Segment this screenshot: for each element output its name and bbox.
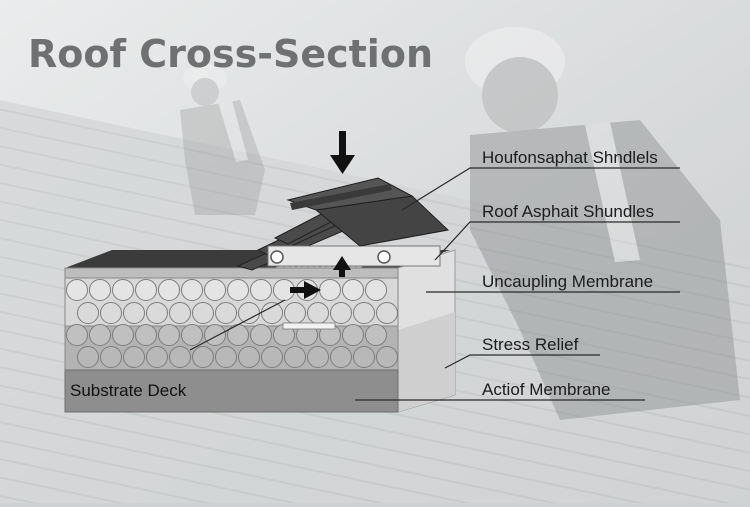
layer-circle <box>250 279 272 301</box>
layer-circle <box>261 302 283 324</box>
layer-circle <box>319 279 341 301</box>
layer-circle <box>123 346 145 368</box>
up-arrow-icon <box>333 256 351 277</box>
layer-circle <box>66 324 88 346</box>
label-uncoupling-membrane: Uncaupling Membrane <box>482 272 654 291</box>
layer-circle <box>169 302 191 324</box>
label-shingles-top: Houfonsaphat Shndlels <box>482 148 658 167</box>
layer-circle <box>146 346 168 368</box>
layer-circle <box>238 346 260 368</box>
layer-circle <box>89 324 111 346</box>
worker-left-silhouette <box>180 64 265 215</box>
layer-circle <box>158 324 180 346</box>
layer-circle <box>204 279 226 301</box>
down-arrow-icon <box>330 131 355 174</box>
label-stress-relief: Stress Relief <box>482 335 579 354</box>
layer-circle <box>192 346 214 368</box>
layer-circle <box>112 324 134 346</box>
layer-circle <box>181 324 203 346</box>
layer-circle <box>89 279 111 301</box>
layer-circle <box>284 346 306 368</box>
layer-circle <box>77 302 99 324</box>
layer-circle <box>376 346 398 368</box>
layer-circles <box>66 279 398 368</box>
layer-circle <box>365 279 387 301</box>
layer-circle <box>365 324 387 346</box>
layer-circle <box>376 302 398 324</box>
layer-circle <box>227 279 249 301</box>
layer-circle <box>181 279 203 301</box>
relief-strip <box>282 322 336 330</box>
layer-circle <box>204 324 226 346</box>
layer-circle <box>353 302 375 324</box>
layer-circle <box>192 302 214 324</box>
layer-circle <box>307 346 329 368</box>
layer-circle <box>146 302 168 324</box>
layer-circle <box>135 324 157 346</box>
layer-circle <box>342 324 364 346</box>
right-arrow-icon <box>290 281 321 299</box>
label-shingles: Roof Asphait Shundles <box>482 202 655 221</box>
layer-circle <box>353 346 375 368</box>
layer-circle <box>100 346 122 368</box>
layer-circle <box>112 279 134 301</box>
substrate-deck-layer <box>64 369 399 413</box>
box-right-face-lower <box>398 312 455 412</box>
layer-circle <box>238 302 260 324</box>
layer-circle <box>307 302 329 324</box>
label-membrane: Actiof Membrane <box>482 380 611 399</box>
layer-circle <box>261 346 283 368</box>
layer-circle <box>330 346 352 368</box>
layer-circle <box>123 302 145 324</box>
page-title: Roof Cross-Section <box>28 32 433 76</box>
layer-circle <box>215 302 237 324</box>
layer-circle <box>330 302 352 324</box>
shingles-stack <box>236 177 450 271</box>
layer-circle <box>169 346 191 368</box>
label-substrate-deck: Substrate Deck <box>70 381 187 400</box>
layer-circle <box>158 279 180 301</box>
layer-circle <box>215 346 237 368</box>
layer-circle <box>135 279 157 301</box>
layer-circle <box>250 324 272 346</box>
worker-right-silhouette <box>465 27 740 420</box>
layer-circle <box>66 279 88 301</box>
layer-circle <box>100 302 122 324</box>
layer-circle <box>284 302 306 324</box>
layer-circle <box>227 324 249 346</box>
layer-circle <box>77 346 99 368</box>
layer-circle <box>342 279 364 301</box>
leader-lines <box>189 167 680 401</box>
